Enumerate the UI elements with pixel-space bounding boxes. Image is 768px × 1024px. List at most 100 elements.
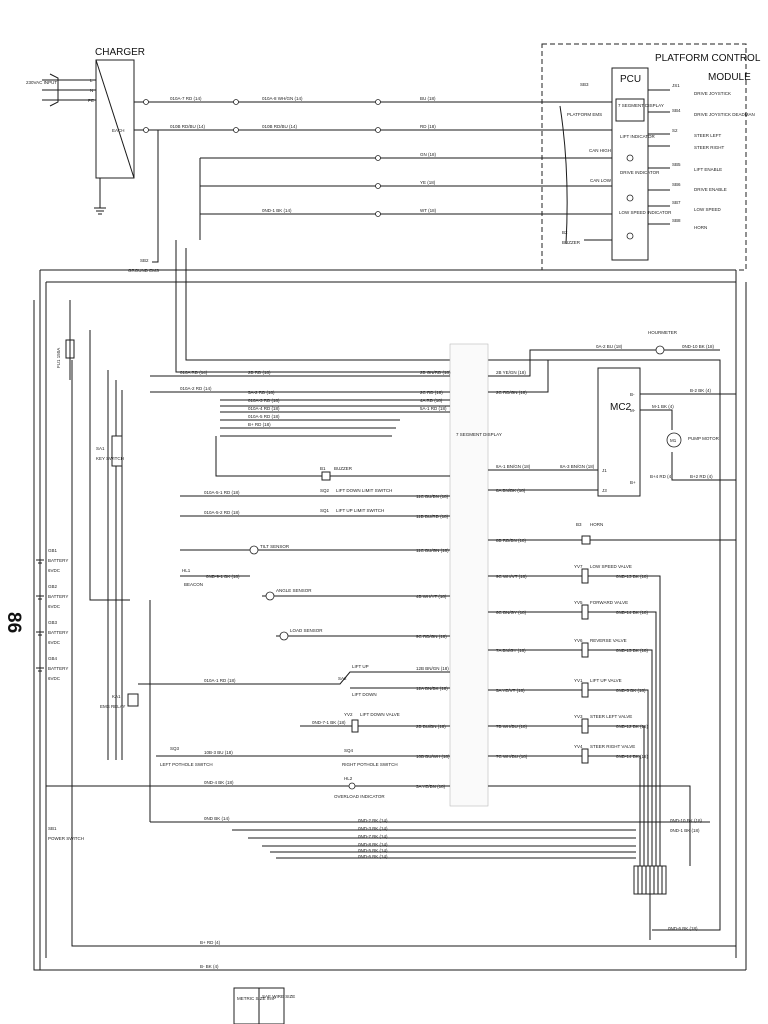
svg-text:010A-5 RD (18): 010A-5 RD (18) xyxy=(248,414,280,419)
sb3-tag: SB3 xyxy=(580,82,589,87)
svg-text:0ND BK (14): 0ND BK (14) xyxy=(204,816,230,821)
wire-label: 010B RD/BU (14) xyxy=(262,124,298,129)
svg-text:10B-3 BU (18): 10B-3 BU (18) xyxy=(204,750,233,755)
mc2-box xyxy=(597,367,641,497)
svg-text:YV5: YV5 xyxy=(574,600,583,605)
svg-text:0A-2 BU (18): 0A-2 BU (18) xyxy=(596,344,623,349)
center-display: 7 SEGMENT DISPLAY xyxy=(456,432,502,437)
svg-text:2C RD (18): 2C RD (18) xyxy=(420,390,443,395)
main-bus: FU1 150A xyxy=(39,240,747,970)
svg-text:0ND-5 BK (18): 0ND-5 BK (18) xyxy=(616,688,646,693)
svg-text:SQ4: SQ4 xyxy=(344,748,354,753)
svg-text:2B BU/BN (18): 2B BU/BN (18) xyxy=(416,724,446,729)
svg-text:0ND-6 BK (18): 0ND-6 BK (18) xyxy=(668,926,698,931)
valves: YV7 LOW SPEED VALVE 9C WH/VT (18) 0ND-13… xyxy=(488,564,691,866)
svg-text:8A-1 BN/GN (18): 8A-1 BN/GN (18) xyxy=(496,464,531,469)
drive-joystick-deadman: DRIVE JOYSTICK DEADMAN xyxy=(694,112,755,117)
svg-text:B+4 RD (4): B+4 RD (4) xyxy=(650,474,673,479)
valve-label: REVERSE VALVE xyxy=(590,638,627,643)
charger-pin-pe: PE xyxy=(88,98,94,103)
valve-label: LIFT UP VALVE xyxy=(590,678,622,683)
svg-text:11B BU/RD (18): 11B BU/RD (18) xyxy=(416,514,449,519)
lift-down-valve-label: LIFT DOWN VALVE xyxy=(360,712,400,717)
valve-row: YV7 LOW SPEED VALVE 9C WH/VT (18) 0ND-13… xyxy=(488,564,661,866)
svg-text:7B WH/BU (18): 7B WH/BU (18) xyxy=(496,724,528,729)
lift-down-label: LIFT DOWN xyxy=(352,692,377,697)
svg-text:SB5: SB5 xyxy=(672,162,681,167)
svg-text:SB4: SB4 xyxy=(672,108,681,113)
left-feeds: 010A RD (14) 2B RD (18) 2B GN/RD (18) 01… xyxy=(46,370,451,799)
pcu-label: PCU xyxy=(620,74,641,85)
tilt-sensor-label: TILT SENSOR xyxy=(260,544,290,549)
svg-text:10B BU/WH (18): 10B BU/WH (18) xyxy=(416,754,450,759)
lift-up-label: LIFT UP xyxy=(352,664,369,669)
left-pothole-label: LEFT POTHOLE SWITCH xyxy=(160,762,213,767)
svg-text:2B YE/GN (18): 2B YE/GN (18) xyxy=(496,370,526,375)
pcm-title-2: MODULE xyxy=(708,72,751,83)
svg-text:M-1 BK (4): M-1 BK (4) xyxy=(652,404,674,409)
svg-text:B3: B3 xyxy=(576,522,582,527)
svg-text:010A-4 RD (18): 010A-4 RD (18) xyxy=(248,406,280,411)
drive-indicator: DRIVE INDICATOR xyxy=(620,170,660,175)
svg-text:8A BN/BK (18): 8A BN/BK (18) xyxy=(496,488,526,493)
can-low: CAN LOW xyxy=(590,178,612,183)
charger-each: EACH xyxy=(112,128,125,133)
b2-tag: B2 xyxy=(562,230,568,235)
valve-row: YV3 STEER LEFT VALVE 7B WH/BU (18) 0ND-1… xyxy=(488,714,649,866)
valve-label: LOW SPEED VALVE xyxy=(590,564,632,569)
key-switch-label: KEY SWITCH xyxy=(96,456,124,461)
svg-text:GB4: GB4 xyxy=(48,656,58,661)
svg-text:SQ1: SQ1 xyxy=(320,508,330,513)
low-speed: LOW SPEED xyxy=(694,207,722,212)
fuse-label: FU1 150A xyxy=(56,348,61,368)
platform-ems: PLATFORM EMS xyxy=(567,112,602,117)
ground-ems-tag: SB2 xyxy=(140,258,149,263)
overload-indicator-label: OVERLOAD INDICATOR xyxy=(334,794,385,799)
svg-text:GB1: GB1 xyxy=(48,548,58,553)
svg-text:SB6: SB6 xyxy=(672,182,681,187)
svg-text:M-: M- xyxy=(630,408,636,413)
wire-label: YE (18) xyxy=(420,180,436,185)
svg-text:7A BN/GY (18): 7A BN/GY (18) xyxy=(496,648,526,653)
svg-text:S2: S2 xyxy=(672,128,678,133)
battery-label: BATTERY xyxy=(48,666,68,671)
svg-text:0ND-7-1 BK (18): 0ND-7-1 BK (18) xyxy=(312,720,346,725)
svg-text:7C WH/BU (18): 7C WH/BU (18) xyxy=(496,754,528,759)
wire-label: 010A-7 RD (14) xyxy=(170,96,202,101)
svg-text:010A-5-2 RD (18): 010A-5-2 RD (18) xyxy=(204,510,240,515)
battery-stack: GB1 BATTERY 6VDC GB2 BATTERY 6VDC GB3 BA… xyxy=(36,548,84,841)
battery-label: BATTERY xyxy=(48,558,68,563)
platform-control-module: PLATFORM CONTROL MODULE PCU 7 SEGMENT DI… xyxy=(540,43,761,271)
svg-text:B+ RD (18): B+ RD (18) xyxy=(248,422,271,427)
svg-text:11C BU/GN (18): 11C BU/GN (18) xyxy=(416,548,449,553)
svg-text:0ND-12 BK (18): 0ND-12 BK (18) xyxy=(616,724,649,729)
load-sensor-label: LOAD SENSOR xyxy=(290,628,323,633)
svg-text:SQ2: SQ2 xyxy=(320,488,330,493)
svg-text:B-: B- xyxy=(630,392,635,397)
svg-text:J1: J1 xyxy=(602,468,607,473)
svg-text:B- BK (4): B- BK (4) xyxy=(200,964,219,969)
beacon-label: BEACON xyxy=(184,582,203,587)
svg-text:0ND-7 BK (14): 0ND-7 BK (14) xyxy=(358,834,388,839)
charger: CHARGER EACH 230VAC INPUT L N PE xyxy=(26,47,145,215)
svg-text:0ND-10 BK (18): 0ND-10 BK (18) xyxy=(682,344,715,349)
drive-joystick: DRIVE JOYSTICK xyxy=(694,91,731,96)
legend-metric: METRIC SIZE mm² xyxy=(237,996,276,1001)
svg-text:9C RD/GN (18): 9C RD/GN (18) xyxy=(416,634,447,639)
valve-row: YV1 LIFT UP VALVE 5A YE/VT (18) 0ND-5 BK… xyxy=(488,678,649,866)
pump-motor-label: PUMP MOTOR xyxy=(688,436,720,441)
svg-text:4B WH/YT (18): 4B WH/YT (18) xyxy=(416,594,447,599)
svg-text:8A-3 BN/GN (18): 8A-3 BN/GN (18) xyxy=(560,464,595,469)
can-high: CAN HIGH xyxy=(589,148,611,153)
svg-text:12A BN/BK (18): 12A BN/BK (18) xyxy=(416,686,448,691)
svg-text:2B RD (18): 2B RD (18) xyxy=(248,370,271,375)
center-connector: 7 SEGMENT DISPLAY xyxy=(449,343,502,807)
svg-text:YV2: YV2 xyxy=(344,712,353,717)
svg-text:B+ RD (4): B+ RD (4) xyxy=(200,940,221,945)
steer-right: STEER RIGHT xyxy=(694,145,725,150)
svg-text:0ND-1 BK (18): 0ND-1 BK (18) xyxy=(670,828,700,833)
svg-text:SA1: SA1 xyxy=(96,446,105,451)
key-switch: SA1 KEY SWITCH KA1 EMS RELAY xyxy=(96,370,139,760)
svg-text:B1: B1 xyxy=(320,466,326,471)
svg-text:YV4: YV4 xyxy=(574,744,583,749)
